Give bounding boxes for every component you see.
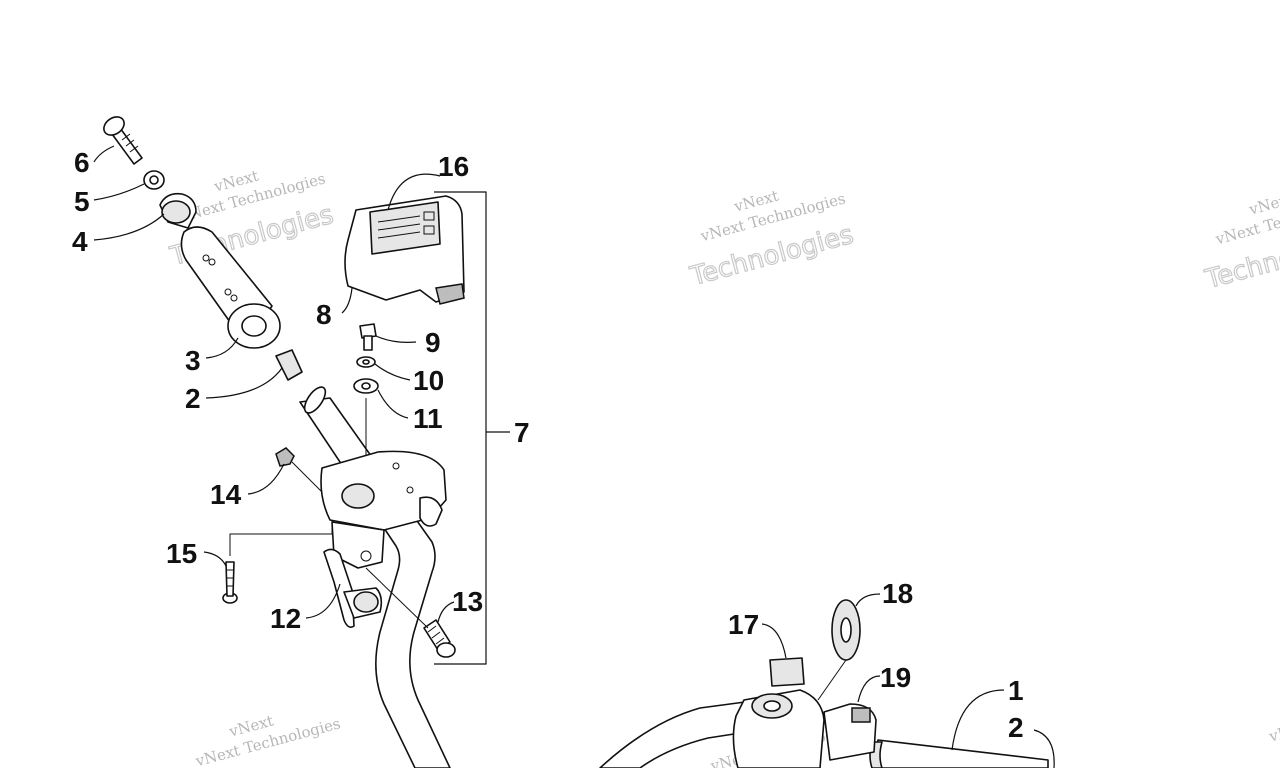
callout-1: 1 (1008, 675, 1024, 706)
callout-14: 14 (210, 479, 242, 510)
callout-6: 6 (74, 147, 90, 178)
callout-2-left: 2 (185, 383, 201, 414)
leader-lines (93, 145, 1055, 768)
part-6-bolt (103, 116, 143, 165)
callout-13: 13 (452, 586, 483, 617)
callout-labels: 6 5 4 3 2 8 16 9 10 11 7 14 15 12 13 17 … (72, 147, 1024, 743)
part-17-label (769, 657, 805, 687)
master-cylinder (732, 659, 847, 768)
part-3-grip (180, 226, 281, 349)
callout-5: 5 (74, 186, 90, 217)
part-5-washer (143, 170, 165, 190)
callout-19: 19 (880, 662, 911, 693)
part-2-sleeve (275, 349, 303, 381)
callout-18: 18 (882, 578, 913, 609)
callout-8: 8 (316, 299, 332, 330)
callout-9: 9 (425, 327, 441, 358)
part-4-end-cap (159, 192, 197, 229)
part-15-screw (222, 520, 333, 604)
callout-4: 4 (72, 226, 88, 257)
watermark-top-right: vNext vNext Technologies Technologies (1201, 190, 1280, 296)
watermark-top-center: vNext vNext Technologies Technologies (686, 187, 857, 293)
part-10-lock-washer (356, 356, 376, 368)
part-7-switch-housing-base (320, 450, 447, 531)
callout-12: 12 (270, 603, 301, 634)
handlebar-tube (299, 386, 1049, 768)
watermark-bottom-left: vNext vNext Technologies (193, 712, 343, 768)
callout-3: 3 (185, 345, 201, 376)
watermark-brand: vNext (1266, 717, 1280, 746)
part-16-decal (369, 201, 441, 255)
callout-2-right: 2 (1008, 712, 1024, 743)
callout-7: 7 (514, 417, 530, 448)
part-11-flat-washer (353, 378, 379, 394)
callout-10: 10 (413, 365, 444, 396)
callout-17: 17 (728, 609, 759, 640)
part-19-switch (823, 703, 877, 761)
part-14-nut (275, 447, 323, 493)
watermark-bottom-right: vNext (1266, 717, 1280, 746)
callout-11: 11 (413, 403, 443, 434)
part-13-bolt (365, 567, 456, 658)
part-18-washer (831, 599, 861, 661)
callout-16: 16 (438, 151, 469, 182)
callout-15: 15 (166, 538, 197, 569)
part-9-bolt (359, 323, 377, 351)
